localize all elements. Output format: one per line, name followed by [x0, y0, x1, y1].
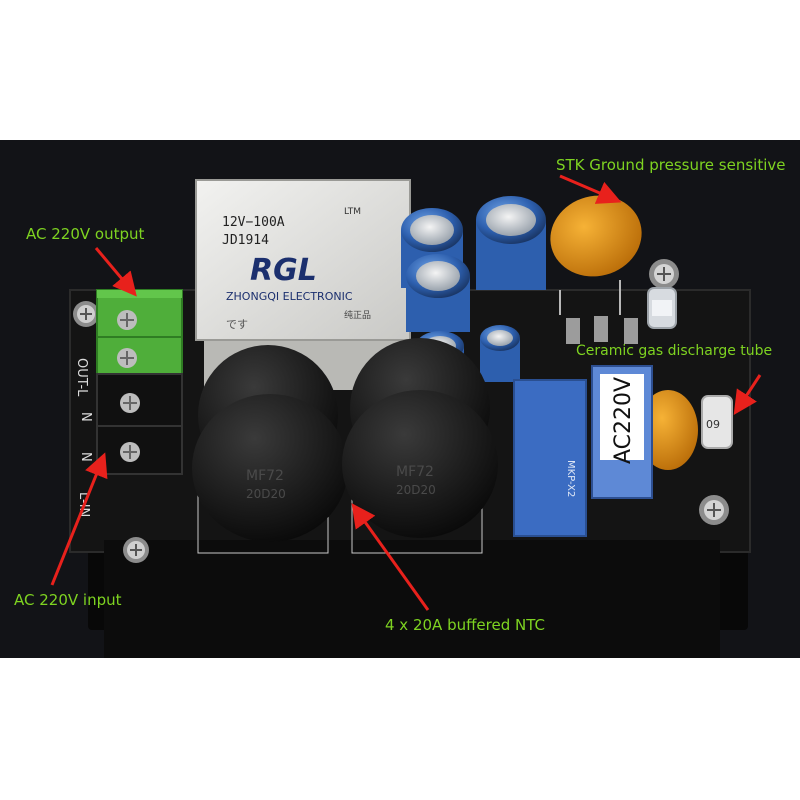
- box-cap-side: MKP-X2: [565, 460, 576, 497]
- side-label-l-in: L-IN: [76, 492, 91, 517]
- ntc-code-left: 20D20: [246, 487, 286, 501]
- ntc-mark-left: MF72: [246, 468, 284, 484]
- side-label-n1: N: [78, 412, 93, 422]
- tube-mark: 09: [706, 418, 720, 431]
- box-capacitor-large: AC220V: [591, 365, 653, 499]
- relay-mark1: です: [226, 318, 248, 331]
- relay-tag: LTM: [344, 207, 361, 217]
- ntc-mark-right: MF72: [396, 464, 434, 480]
- ntc-code-right: 20D20: [396, 483, 436, 497]
- side-label-out-l: OUT-L: [74, 358, 89, 397]
- label-stk-varistor: STK Ground pressure sensitive: [556, 156, 786, 174]
- label-ntc: 4 x 20A buffered NTC: [385, 616, 545, 634]
- label-ac-output: AC 220V output: [26, 225, 145, 243]
- terminal-black-2: [96, 425, 183, 475]
- ntc-front-left: MF72 20D20: [192, 394, 348, 542]
- side-label-n2: N: [78, 452, 93, 462]
- relay-mark2: 纯正品: [344, 309, 371, 321]
- label-ceramic-tube: Ceramic gas discharge tube: [576, 343, 773, 359]
- varistor-top: [550, 195, 642, 315]
- capacitor-5: [480, 325, 520, 382]
- box-capacitor-small: MKP-X2: [513, 379, 587, 537]
- relay-model: JD1914: [222, 233, 269, 248]
- label-ac-input: AC 220V input: [14, 591, 122, 609]
- relay-maker: ZHONGQI ELECTRONIC: [226, 290, 353, 303]
- ceramic-tube: 09: [701, 395, 733, 449]
- screw-bottom-right: [699, 495, 729, 525]
- screw-top-left: [73, 301, 99, 327]
- relay: 12V−100A JD1914 LTM RGL ZHONGQI ELECTRON…: [195, 179, 411, 390]
- relay-brand: RGL: [250, 253, 317, 288]
- terminal-black-1: [96, 373, 183, 427]
- board-base: [104, 540, 720, 658]
- ntc-front-right: MF72 20D20: [342, 390, 498, 538]
- screw-bottom-left: [123, 537, 149, 563]
- small-diodes: [566, 316, 638, 344]
- pcb-photo: OUT-L N N L-IN 12V−100A JD1914 LTM RGL Z…: [0, 140, 800, 658]
- capacitor-2: [476, 196, 546, 290]
- gas-tube-glass: [647, 287, 677, 329]
- capacitor-3: [406, 254, 470, 332]
- box-cap-top: AC220V: [611, 377, 636, 464]
- terminal-green-1: [96, 289, 183, 338]
- screw-top-right: [649, 259, 679, 289]
- terminal-green-2: [96, 336, 183, 375]
- relay-rating: 12V−100A: [222, 215, 285, 230]
